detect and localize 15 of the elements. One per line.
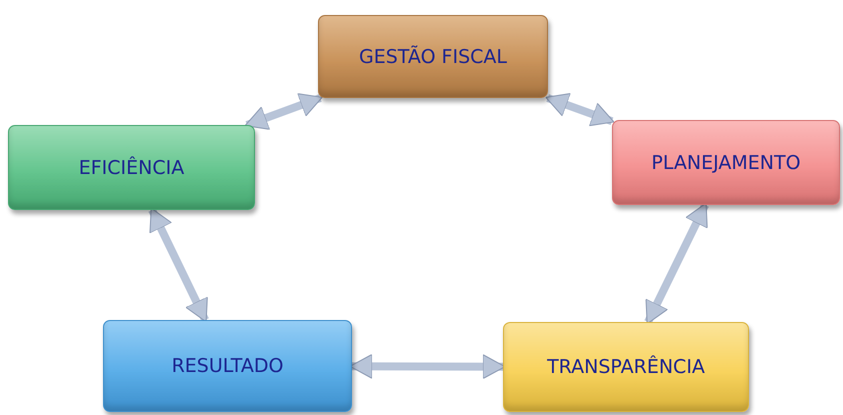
process-box — [318, 15, 548, 98]
double-arrow — [350, 354, 506, 380]
double-arrow — [545, 93, 614, 126]
process-box — [8, 125, 255, 210]
box-label: PLANEJAMENTO — [651, 152, 801, 174]
box-label: GESTÃO FISCAL — [358, 46, 508, 68]
double-arrow — [148, 208, 209, 322]
process-box — [503, 322, 749, 412]
process-box — [103, 320, 352, 412]
box-label: EFICIÊNCIA — [78, 156, 184, 178]
box-label: RESULTADO — [172, 355, 284, 377]
box-label: TRANSPARÊNCIA — [547, 356, 705, 378]
double-arrow — [644, 202, 709, 324]
process-box — [612, 120, 840, 205]
double-arrow — [244, 93, 323, 130]
